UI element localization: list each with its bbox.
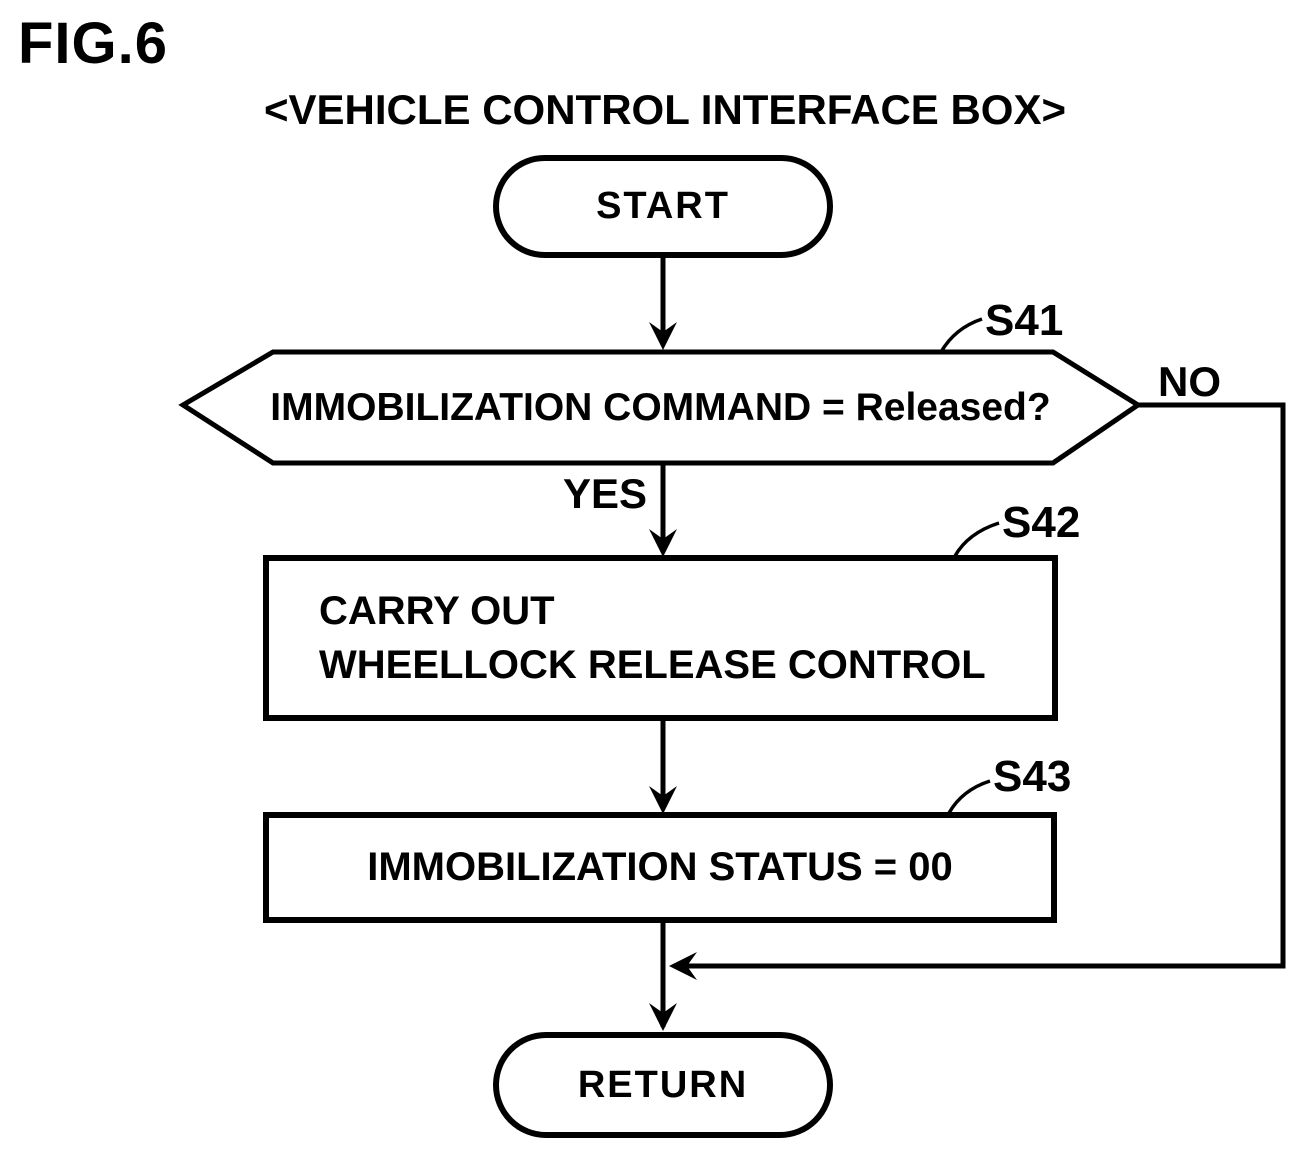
process-s43: IMMOBILIZATION STATUS = 00 [263,812,1057,923]
leader-s43 [947,779,991,814]
decision-hexagon-shape [178,349,1143,466]
process-s43-label: IMMOBILIZATION STATUS = 00 [367,845,953,889]
start-label: START [596,185,730,227]
return-label: RETURN [577,1063,749,1106]
step-label-s42: S42 [1002,498,1081,547]
arrowhead-into-s42 [649,529,677,557]
start-terminator: START [493,155,833,258]
arrowhead-into-decision [649,322,677,350]
arrowhead-into-return [649,1003,677,1031]
return-terminator: RETURN [493,1032,833,1138]
leader-s41 [939,317,983,353]
figure-label: FIG.6 [18,11,169,76]
leader-s42 [953,521,1000,557]
edge-no-branch [678,402,1286,969]
step-label-s43: S43 [993,752,1072,801]
process-s42: CARRY OUT WHEELLOCK RELEASE CONTROL [263,555,1058,721]
decision-s41-label: IMMOBILIZATION COMMAND = Released? [270,385,1051,429]
step-label-s41: S41 [985,296,1064,345]
process-s42-line1: CARRY OUT [319,589,555,633]
decision-s41: IMMOBILIZATION COMMAND = Released? [183,352,1138,463]
arrowhead-merge-left [669,952,697,980]
branch-label-no: NO [1158,358,1221,405]
diagram-title: <VEHICLE CONTROL INTERFACE BOX> [264,86,1066,133]
process-s42-line2: WHEELLOCK RELEASE CONTROL [319,643,986,687]
branch-label-yes: YES [563,470,648,517]
arrowhead-into-s43 [649,786,677,814]
